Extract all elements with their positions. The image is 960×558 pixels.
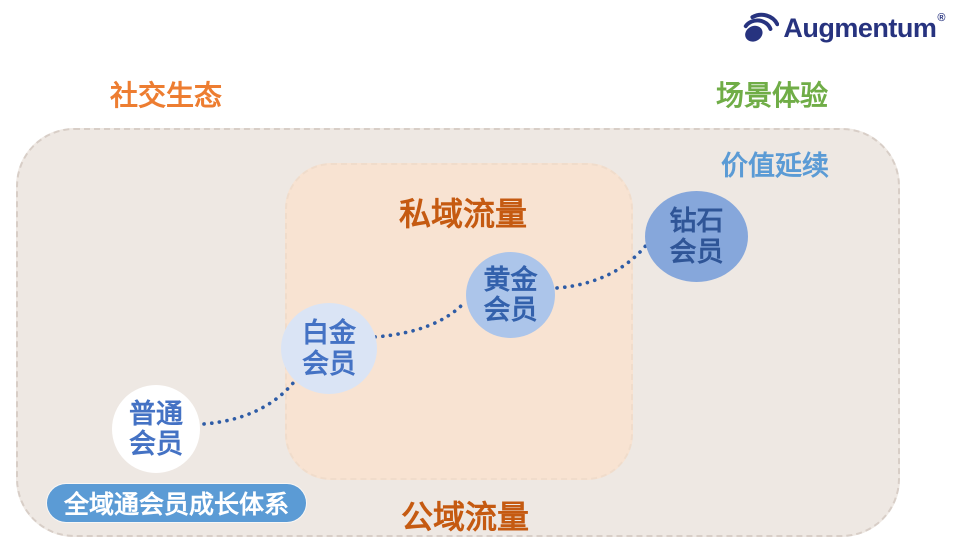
- system-title-badge: 全域通会员成长体系: [47, 484, 307, 522]
- member-tier-platinum: 白金 会员: [281, 303, 377, 394]
- member-tier-regular: 普通 会员: [112, 385, 200, 473]
- augmentum-logo: Augmentum®: [741, 10, 945, 46]
- member-tier-diamond: 钻石 会员: [645, 191, 748, 282]
- label-social-ecosystem: 社交生态: [110, 80, 223, 111]
- label-public-traffic: 公域流量: [401, 499, 530, 535]
- label-scenario-experience: 场景体验: [716, 80, 829, 111]
- logo-wordmark: Augmentum®: [783, 11, 945, 43]
- member-tier-gold: 黄金 会员: [466, 252, 555, 338]
- swirl-icon: [744, 12, 780, 42]
- label-private-traffic: 私域流量: [399, 196, 528, 232]
- registered-trademark: ®: [937, 11, 945, 24]
- label-value-continuation: 价值延续: [721, 151, 829, 181]
